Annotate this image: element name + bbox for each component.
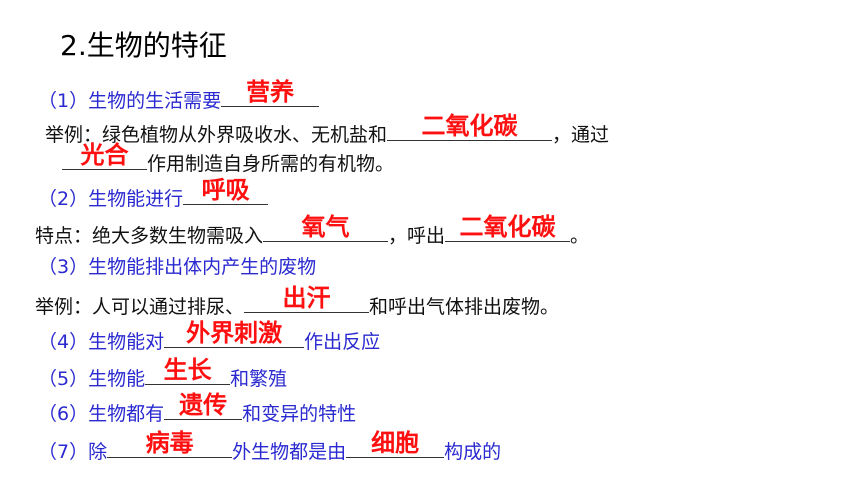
example-1-answer-1: 二氧化碳 [421, 112, 518, 140]
example-3-prefix: 举例：人可以通过排尿、 [35, 296, 245, 318]
item-6: （6）生物都有遗传和变异的特性 [38, 393, 357, 426]
item-5-suffix: 和繁殖 [230, 368, 288, 390]
item-7-suffix: 构成的 [444, 441, 502, 463]
example-1-line-2: 光合作用制造自身所需的有机物。 [62, 143, 395, 176]
item-7-answer-2: 细胞 [371, 429, 420, 457]
example-2-suffix: 。 [570, 225, 590, 247]
item-2-answer: 呼吸 [201, 176, 250, 204]
example-1-suffix: 作用制造自身所需的有机物。 [147, 153, 395, 175]
example-2-answer-2: 二氧化碳 [459, 213, 556, 241]
item-1-answer: 营养 [246, 78, 295, 106]
example-3-answer: 出汗 [282, 284, 331, 312]
example-1-blank-1: 二氧化碳 [387, 114, 553, 141]
example-3-blank: 出汗 [244, 286, 370, 313]
item-7-answer-1: 病毒 [145, 429, 194, 457]
item-7-blank-2: 细胞 [346, 431, 445, 458]
example-2: 特点：绝大多数生物需吸入 氧气 ，呼出二氧化碳。 [35, 215, 590, 248]
item-7-prefix: （7）除 [38, 441, 108, 463]
item-5-answer: 生长 [163, 356, 212, 384]
example-2-mid: ，呼出 [388, 225, 446, 247]
item-6-answer: 遗传 [179, 391, 228, 419]
item-7-mid: 外生物都是由 [232, 441, 347, 463]
item-3: （3）生物能排出体内产生的废物 [38, 255, 316, 279]
example-1-prefix: 举例：绿色植物从外界吸收水、无机盐和 [45, 124, 388, 146]
item-1-blank: 营养 [221, 80, 320, 107]
item-2-blank: 呼吸 [183, 178, 269, 205]
example-3-suffix: 和呼出气体排出废物。 [369, 296, 560, 318]
item-5: （5）生物能生长和繁殖 [38, 358, 288, 391]
item-4: （4）生物能对外界刺激作出反应 [38, 321, 381, 354]
item-3-text: （3）生物能排出体内产生的废物 [38, 256, 317, 278]
example-1-mid: ，通过 [552, 124, 610, 146]
item-4-blank: 外界刺激 [164, 321, 305, 348]
item-5-prefix: （5）生物能 [38, 368, 146, 390]
item-4-answer: 外界刺激 [186, 319, 283, 347]
page-title: 2.生物的特征 [60, 29, 227, 62]
item-6-blank: 遗传 [164, 393, 243, 420]
item-2-text: （2）生物能进行 [38, 188, 184, 210]
example-1-line-1: 举例：绿色植物从外界吸收水、无机盐和 二氧化碳 ，通过 [45, 114, 610, 147]
item-6-prefix: （6）生物都有 [38, 403, 165, 425]
example-2-answer-1: 氧气 [301, 213, 350, 241]
item-7-blank-1: 病毒 [107, 431, 233, 458]
item-1: （1）生物的生活需要 营养 [38, 80, 320, 113]
example-1-blank-2: 光合 [62, 143, 147, 170]
item-6-suffix: 和变异的特性 [242, 403, 357, 425]
item-4-suffix: 作出反应 [304, 331, 381, 353]
item-5-blank: 生长 [145, 358, 231, 385]
example-2-blank-1: 氧气 [263, 215, 389, 242]
item-2: （2）生物能进行呼吸 [38, 178, 269, 211]
example-1-answer-2: 光合 [80, 141, 129, 169]
example-3: 举例：人可以通过排尿、 出汗 和呼出气体排出废物。 [35, 286, 560, 319]
item-7: （7）除 病毒 外生物都是由 细胞 构成的 [38, 431, 502, 464]
item-1-text: （1）生物的生活需要 [38, 90, 222, 112]
example-2-blank-2: 二氧化碳 [445, 215, 571, 242]
item-4-prefix: （4）生物能对 [38, 331, 165, 353]
example-2-prefix: 特点：绝大多数生物需吸入 [35, 225, 264, 247]
